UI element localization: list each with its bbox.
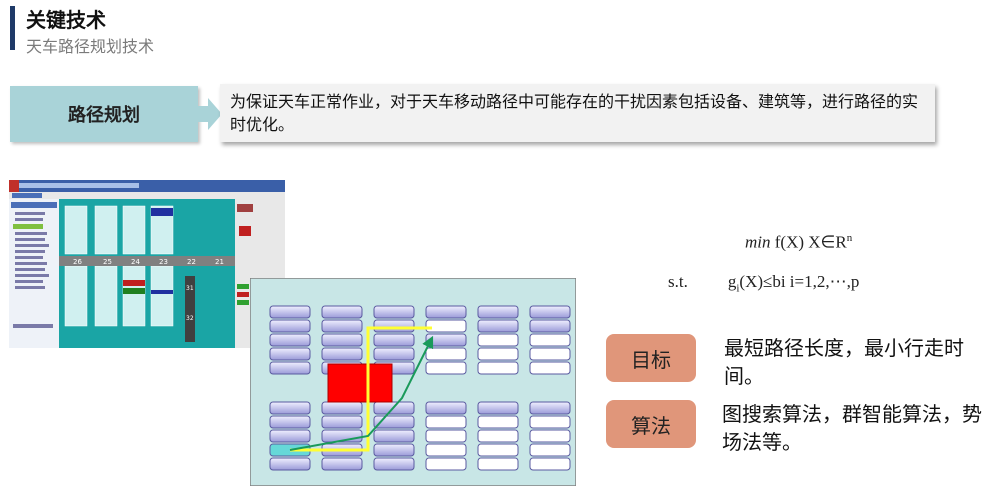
constraint-formula: s.t. gi(X)≤bi i=1,2,⋯,p [668,272,859,294]
formula-g: g [727,272,737,291]
formula-objective: f(X) X∈R [770,232,847,252]
title-accent-bar [10,6,15,50]
green-optimized-path [289,335,434,451]
bay-label: 21 [215,258,224,266]
path-planning-diagram [250,278,576,486]
bay-label: 22 [187,258,196,266]
formula-constraint: (X)≤bi i=1,2,⋯,p [739,272,860,291]
side-label: 31 [186,285,194,292]
chevron-right-icon [196,98,222,130]
objective-formula: min f(X) X∈Rn [745,232,852,253]
topic-description: 为保证天车正常作业，对于天车移动路径中可能存在的干扰因素包括设备、建筑等，进行路… [220,84,935,142]
formula-subscript: i [736,282,740,295]
page-subtitle: 天车路径规划技术 [26,37,155,56]
bay-label: 23 [159,258,168,266]
bay-label: 25 [103,258,112,266]
formula-min: min [745,232,771,252]
formula-superscript: n [846,232,853,244]
algorithm-label: 算法 [606,400,696,448]
formula-st: s.t. [668,272,688,291]
side-label: 32 [186,315,194,322]
yellow-path [290,326,432,452]
obstacle-block [327,363,393,403]
topic-label-box: 路径规划 [10,86,198,142]
crane-software-screenshot: 26 25 24 23 22 21 31 32 [9,180,285,348]
bay-label: 24 [131,258,140,266]
goal-text: 最短路径长度，最小行走时间。 [724,336,964,388]
algorithm-text: 图搜索算法，群智能算法，势场法等。 [722,402,982,454]
bay-label: 26 [73,258,82,266]
page-title: 关键技术 [26,8,106,32]
goal-label: 目标 [606,334,696,382]
